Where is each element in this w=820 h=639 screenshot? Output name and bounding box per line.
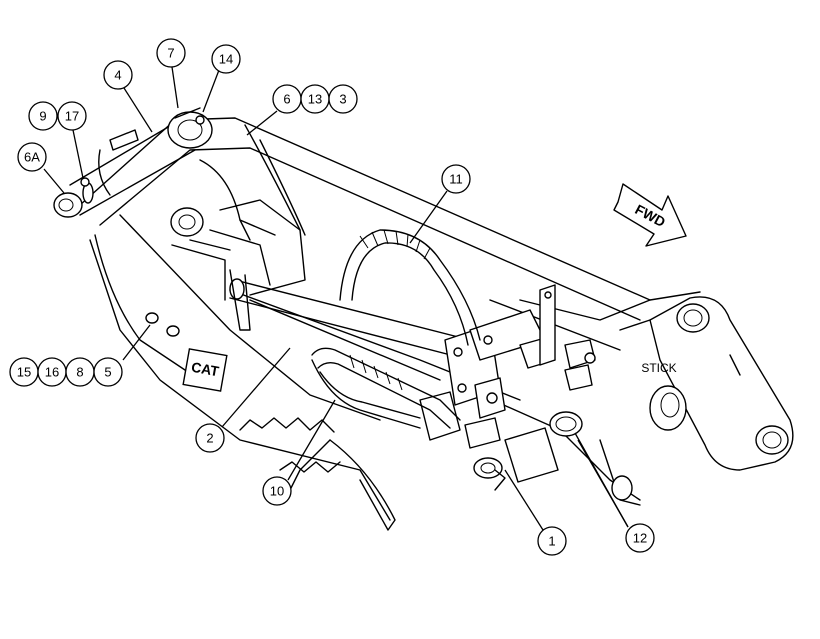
stick-label: STICK (641, 361, 676, 375)
svg-text:17: 17 (65, 109, 79, 124)
callout-14: 14 (211, 44, 241, 74)
svg-text:6A: 6A (24, 150, 40, 165)
svg-text:8: 8 (76, 365, 83, 380)
pivot-pin-drawing (53, 107, 213, 237)
mounting-hardware-drawing (145, 312, 180, 337)
svg-text:16: 16 (45, 365, 59, 380)
svg-text:7: 7 (167, 46, 174, 61)
callout-16: 16 (37, 357, 67, 387)
callout-6: 6 (272, 84, 302, 114)
svg-text:1: 1 (548, 534, 555, 549)
leader-lines (43, 66, 629, 531)
callout-4: 4 (103, 60, 133, 90)
svg-text:10: 10 (270, 484, 284, 499)
stick-body-drawing (79, 117, 701, 531)
callout-1: 1 (537, 526, 567, 556)
svg-text:11: 11 (449, 172, 463, 187)
svg-text:12: 12 (633, 531, 647, 546)
fwd-arrow-icon: FWD (613, 183, 687, 247)
svg-text:6: 6 (283, 92, 290, 107)
svg-text:14: 14 (219, 52, 233, 67)
callout-11: 11 (441, 164, 471, 194)
callout-5: 5 (93, 357, 123, 387)
callout-17: 17 (57, 101, 87, 131)
callout-6a: 6A (17, 142, 47, 172)
callout-2: 2 (195, 423, 225, 453)
svg-text:2: 2 (206, 431, 213, 446)
callout-7: 7 (156, 38, 186, 68)
callout-13: 13 (300, 84, 330, 114)
svg-text:13: 13 (308, 92, 322, 107)
hose-assemblies-drawing (311, 229, 481, 429)
callout-12: 12 (625, 523, 655, 553)
svg-text:5: 5 (104, 365, 111, 380)
svg-text:9: 9 (39, 109, 46, 124)
callout-8: 8 (65, 357, 95, 387)
svg-text:4: 4 (114, 68, 121, 83)
callout-3: 3 (328, 84, 358, 114)
callout-9: 9 (28, 101, 58, 131)
callout-15: 15 (9, 357, 39, 387)
svg-text:CAT: CAT (190, 359, 221, 380)
svg-text:3: 3 (339, 92, 346, 107)
stick-link-drawing (599, 296, 794, 506)
callout-10: 10 (262, 476, 292, 506)
brand-logo: CAT (182, 348, 228, 392)
valve-block-drawing (419, 284, 596, 491)
svg-text:15: 15 (17, 365, 31, 380)
